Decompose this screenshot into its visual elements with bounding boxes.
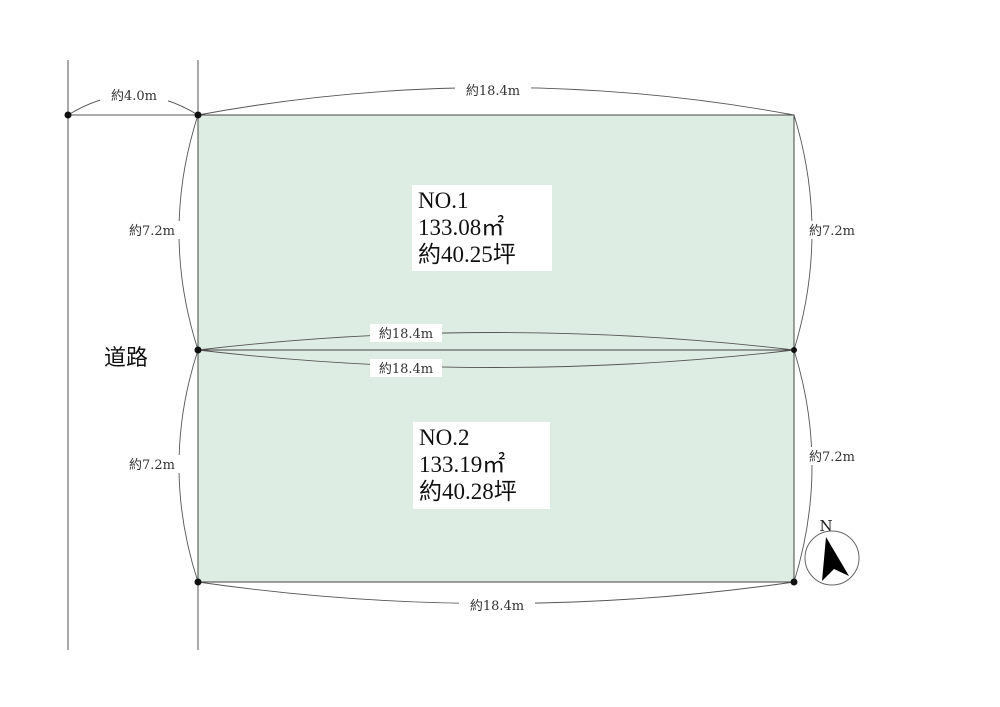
dim-road-width: 約4.0m: [111, 89, 157, 104]
survey-points: [64, 111, 798, 586]
dim-bottom: 約18.4m: [470, 599, 524, 614]
lot-area-sqm: 133.08㎡: [418, 215, 505, 240]
lot-1-label: NO.1 133.08㎡ 約40.25坪: [412, 185, 552, 271]
lot-number: NO.2: [419, 425, 470, 450]
road-label: 道路: [104, 346, 148, 371]
dim-right-lower: 約7.2m: [809, 450, 855, 465]
dim-top: 約18.4m: [466, 84, 520, 99]
lot-area-sqm: 133.19㎡: [419, 452, 506, 477]
north-arrow-icon: N: [804, 517, 860, 586]
lot-number: NO.1: [418, 188, 469, 213]
dim-left-lower: 約7.2m: [129, 458, 175, 473]
dim-right-upper: 約7.2m: [809, 224, 855, 239]
dimension-labels: 約4.0m 約18.4m 約7.2m 約7.2m 約18.4m 約18.4m 約…: [100, 81, 864, 614]
compass-north-label: N: [819, 517, 832, 535]
lot-area-tsubo: 約40.28坪: [419, 479, 517, 504]
lot-2-label: NO.2 133.19㎡ 約40.28坪: [413, 422, 550, 509]
dim-left-upper: 約7.2m: [129, 224, 175, 239]
dim-middle-upper: 約18.4m: [379, 327, 433, 342]
dim-middle-lower: 約18.4m: [379, 362, 433, 377]
lot-area-tsubo: 約40.25坪: [418, 242, 516, 267]
